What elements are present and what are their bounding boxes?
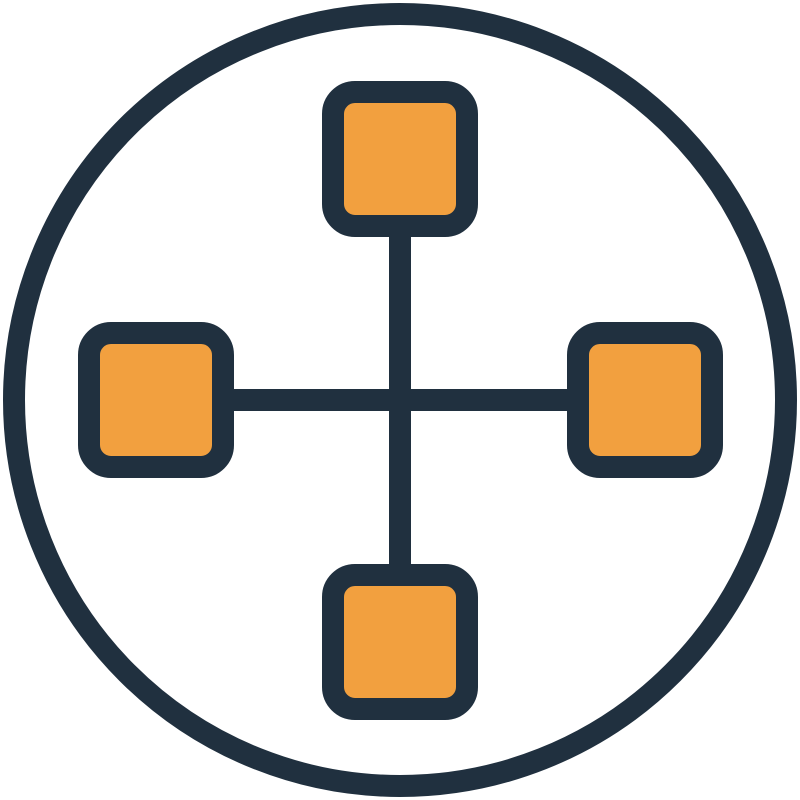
bottom-node-square [322,564,478,720]
outer-circle [3,3,797,797]
top-node-square [322,81,478,237]
left-node-square [78,322,234,478]
right-node-square [567,322,723,478]
